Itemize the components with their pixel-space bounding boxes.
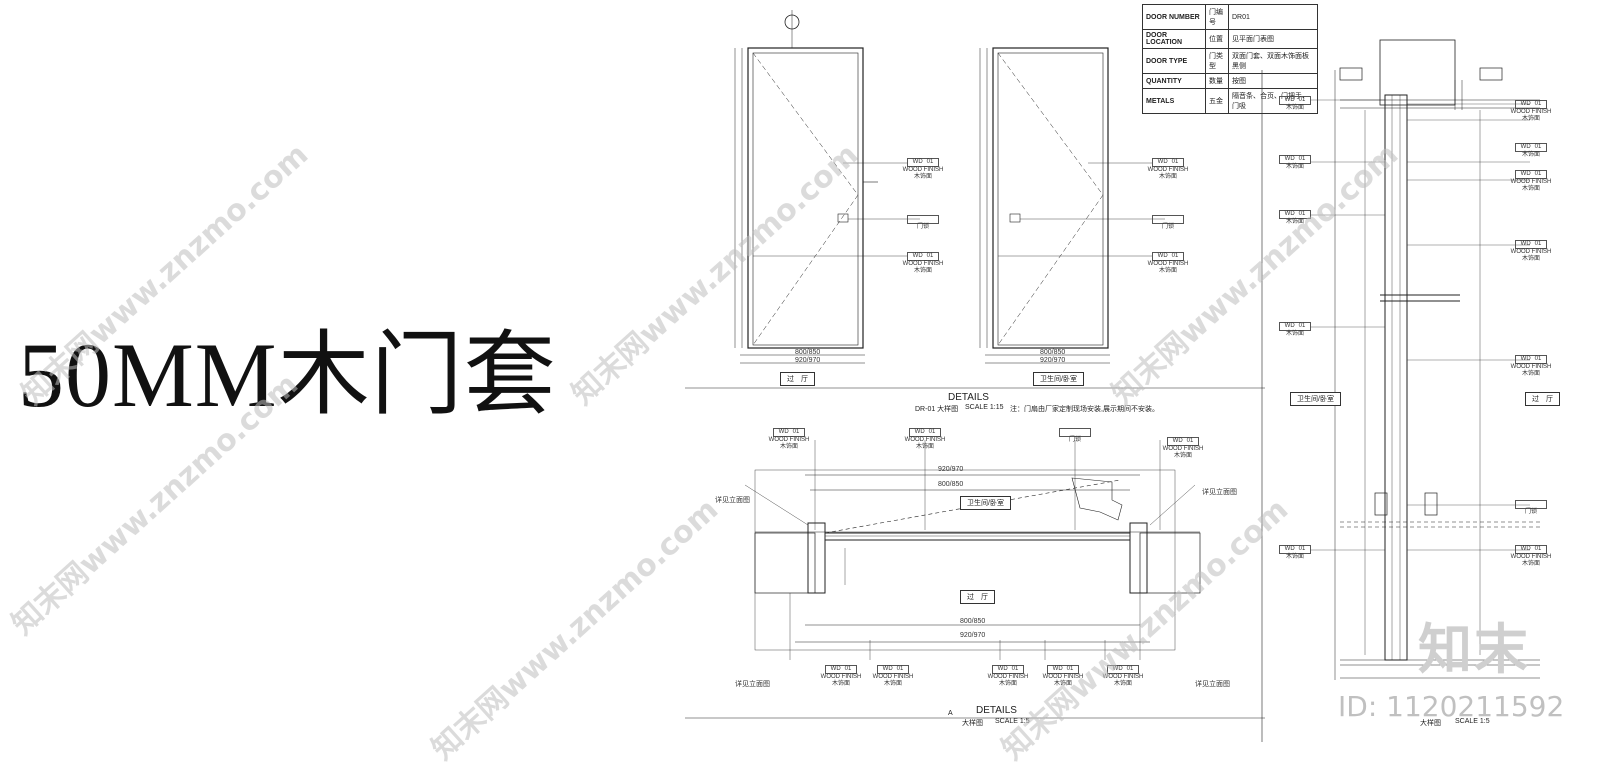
room-tag-bath: 卫生间/卧室 [960,496,1011,510]
room-tag-bath: 卫生间/卧室 [1033,372,1084,386]
detail-ref-right: 详见立面图 [1202,489,1237,496]
door-plan-section [744,440,1201,660]
door-elevation-bath [979,47,1110,364]
details-note: 注：门扇由厂家定制现场安装,展示期间不安装。 [1010,406,1159,413]
plan-dim-inner: 800/850 [960,618,986,625]
plan-dim-outer: 920/970 [938,466,964,473]
dim-outer-width: 920/970 [795,357,821,364]
cad-drawing [685,10,1540,742]
details-mark-lower: A [948,710,953,717]
detail-ref-bottom-left: 详见立面图 [735,681,770,688]
details-heading-lower: DETAILS [976,705,1017,716]
dim-inner-width: 800/850 [795,349,821,356]
lock-tag: 门锁 [900,215,946,231]
room-tag-hall: 过 厅 [960,590,995,604]
brand-logo: 知末 [1418,618,1530,681]
dim-inner-width: 800/850 [1040,349,1066,356]
details-heading-upper: DETAILS [948,392,989,403]
lock-tag: 门锁 [1145,215,1191,231]
detail-ref-left: 详见立面图 [715,497,750,504]
drawing-title: 50MM木门套 [18,324,557,426]
details-subtitle-right: 大样图 [1420,720,1441,727]
details-subtitle-lower: 大样图 [962,720,983,727]
plan-dim-outer: 920/970 [960,632,986,639]
details-subtitle-upper: DR-01 大样图 [915,406,959,413]
room-tag-hall: 过 厅 [780,372,815,386]
lock-tag: 门锁 [1052,428,1098,444]
details-scale-right: SCALE 1:5 [1455,718,1490,725]
plan-dim-inner: 800/850 [938,481,964,488]
lock-tag: 门锁 [1508,500,1554,516]
detail-ref-bottom-right: 详见立面图 [1195,681,1230,688]
door-vertical-section [1310,39,1540,680]
details-scale-upper: SCALE 1:15 [965,404,1004,411]
room-tag-hall: 过 厅 [1525,392,1560,406]
details-scale-lower: SCALE 1:5 [995,718,1030,725]
dim-outer-width: 920/970 [1040,357,1066,364]
image-id: ID: 1120211592 [1338,690,1565,723]
door-elevation-hall [734,10,878,364]
room-tag-bath: 卫生间/卧室 [1290,392,1341,406]
